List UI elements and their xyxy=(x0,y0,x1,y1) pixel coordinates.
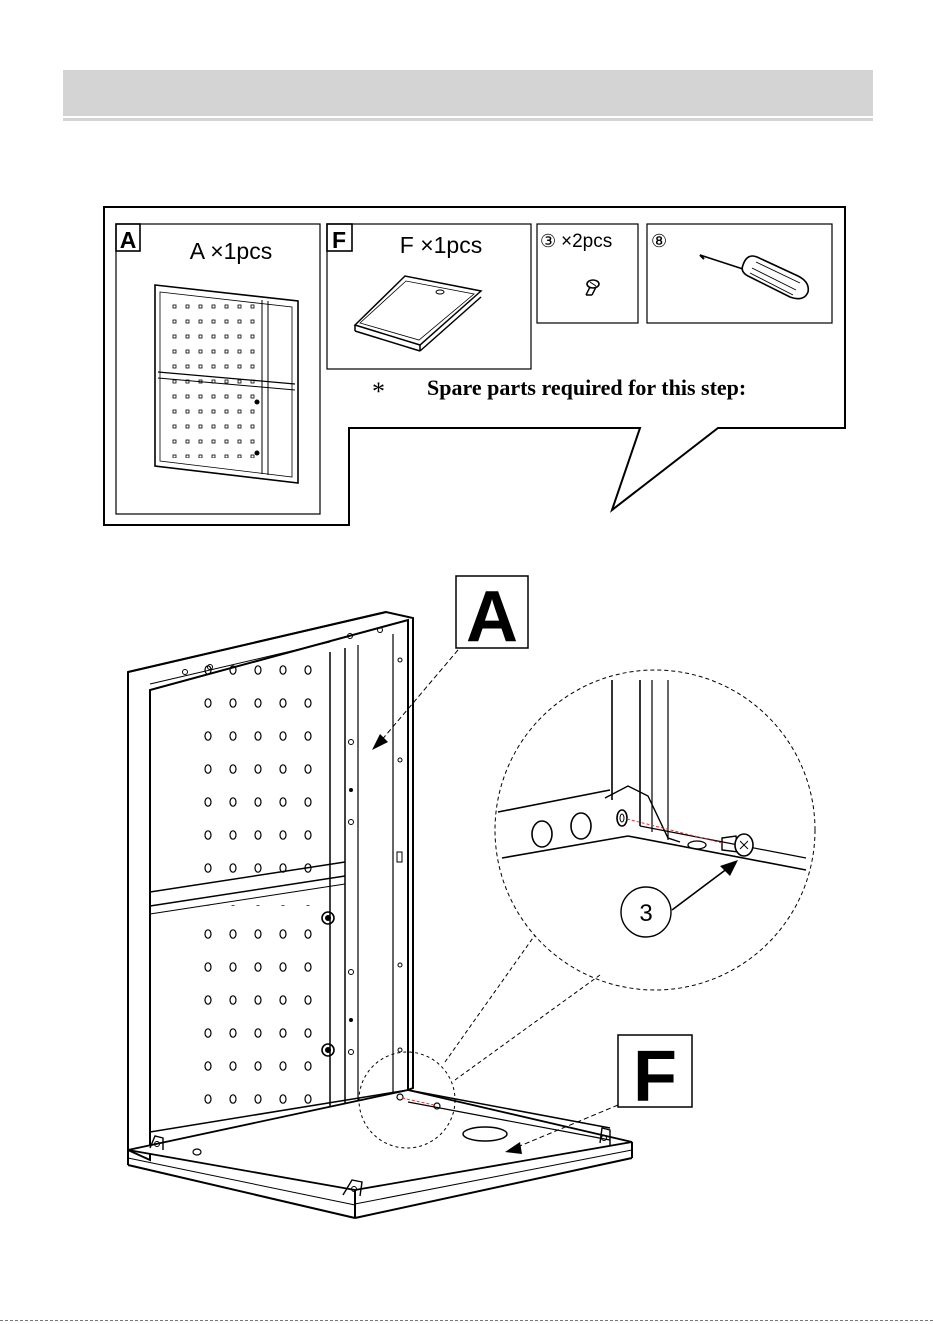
magnified-detail xyxy=(445,670,815,1080)
page-bottom-rule xyxy=(0,1320,933,1321)
part-f-label: F ×1pcs xyxy=(400,232,482,258)
note-symbol: * xyxy=(372,377,385,406)
panel-a xyxy=(128,612,413,1160)
part-a-label: A ×1pcs xyxy=(190,238,272,264)
note-text: Spare parts required for this step: xyxy=(427,375,746,400)
part-screw-number: ③ xyxy=(540,231,556,251)
screw-callout-number: 3 xyxy=(639,900,652,927)
label-f-text: F xyxy=(633,1037,677,1117)
part-a-letter: A xyxy=(120,227,137,253)
label-a-text: A xyxy=(466,577,518,657)
part-screw-label: ×2pcs xyxy=(561,231,612,252)
label-a-box: A xyxy=(372,576,528,750)
part-tool-number: ⑧ xyxy=(651,231,667,251)
part-f-letter: F xyxy=(332,227,346,253)
